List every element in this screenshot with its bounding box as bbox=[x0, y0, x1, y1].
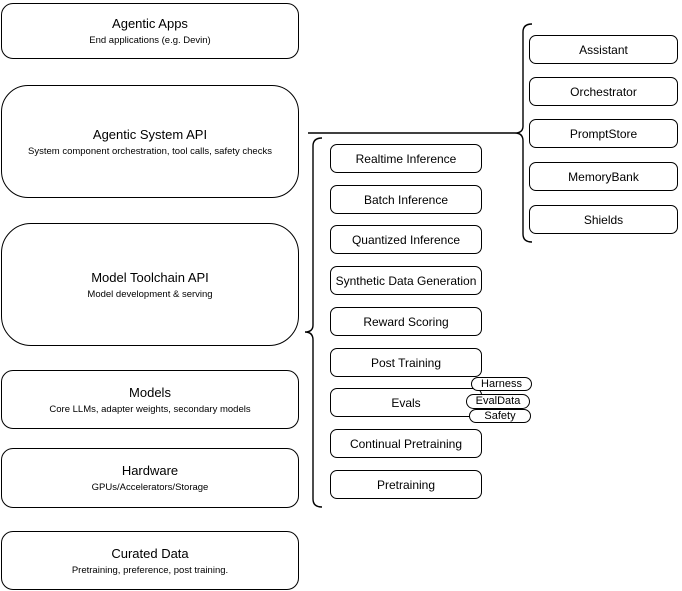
node-label: Batch Inference bbox=[363, 192, 449, 207]
toolchain-brace bbox=[304, 137, 323, 508]
node-label: MemoryBank bbox=[568, 169, 639, 184]
pill-safety: Safety bbox=[469, 409, 531, 423]
node-batch-inference: Batch Inference bbox=[330, 185, 482, 214]
node-label: Evals bbox=[391, 395, 421, 410]
pill-label: Harness bbox=[481, 377, 522, 390]
node-label: Assistant bbox=[579, 42, 628, 57]
node-label: Reward Scoring bbox=[363, 314, 449, 329]
node-models: Models Core LLMs, adapter weights, secon… bbox=[1, 370, 299, 429]
node-label: Pretraining bbox=[376, 477, 436, 492]
node-subtitle: Model development & serving bbox=[87, 288, 213, 300]
node-subtitle: System component orchestration, tool cal… bbox=[28, 145, 272, 157]
pill-harness: Harness bbox=[471, 377, 532, 391]
node-evals: Evals bbox=[330, 388, 482, 417]
node-title: Model Toolchain API bbox=[91, 269, 209, 285]
node-label: Shields bbox=[583, 212, 624, 227]
pill-label: Safety bbox=[484, 409, 516, 422]
node-curated-data: Curated Data Pretraining, preference, po… bbox=[1, 531, 299, 590]
node-label: Quantized Inference bbox=[351, 232, 461, 247]
node-title: Models bbox=[129, 384, 171, 400]
node-quantized-inference: Quantized Inference bbox=[330, 225, 482, 254]
node-assistant: Assistant bbox=[529, 35, 678, 64]
node-title: Agentic System API bbox=[92, 126, 208, 142]
node-promptstore: PromptStore bbox=[529, 119, 678, 148]
node-label: Continual Pretraining bbox=[349, 436, 463, 451]
node-subtitle: Pretraining, preference, post training. bbox=[71, 564, 229, 576]
node-label: PromptStore bbox=[569, 126, 638, 141]
system-components-brace bbox=[514, 23, 533, 243]
node-memorybank: MemoryBank bbox=[529, 162, 678, 191]
pill-label: EvalData bbox=[475, 395, 521, 407]
node-label: Orchestrator bbox=[570, 84, 637, 99]
node-pretraining: Pretraining bbox=[330, 470, 482, 499]
node-agentic-apps: Agentic Apps End applications (e.g. Devi… bbox=[1, 3, 299, 59]
node-shields: Shields bbox=[529, 205, 678, 234]
node-subtitle: End applications (e.g. Devin) bbox=[89, 35, 211, 46]
node-continual-pretraining: Continual Pretraining bbox=[330, 429, 482, 458]
node-label: Realtime Inference bbox=[355, 151, 457, 166]
node-label: Synthetic Data Generation bbox=[335, 273, 477, 288]
pill-evaldata: EvalData bbox=[466, 394, 530, 409]
node-subtitle: GPUs/Accelerators/Storage bbox=[91, 482, 209, 493]
node-title: Agentic Apps bbox=[112, 16, 188, 31]
node-agentic-system-api: Agentic System API System component orch… bbox=[1, 85, 299, 198]
node-reward-scoring: Reward Scoring bbox=[330, 307, 482, 336]
node-subtitle: Core LLMs, adapter weights, secondary mo… bbox=[49, 403, 251, 415]
node-title: Curated Data bbox=[111, 545, 189, 561]
node-model-toolchain-api: Model Toolchain API Model development & … bbox=[1, 223, 299, 346]
node-hardware: Hardware GPUs/Accelerators/Storage bbox=[1, 448, 299, 508]
node-synthetic-data-generation: Synthetic Data Generation bbox=[330, 266, 482, 295]
node-realtime-inference: Realtime Inference bbox=[330, 144, 482, 173]
node-label: Post Training bbox=[370, 355, 442, 370]
node-title: Hardware bbox=[121, 463, 179, 478]
node-post-training: Post Training bbox=[330, 348, 482, 377]
node-orchestrator: Orchestrator bbox=[529, 77, 678, 106]
